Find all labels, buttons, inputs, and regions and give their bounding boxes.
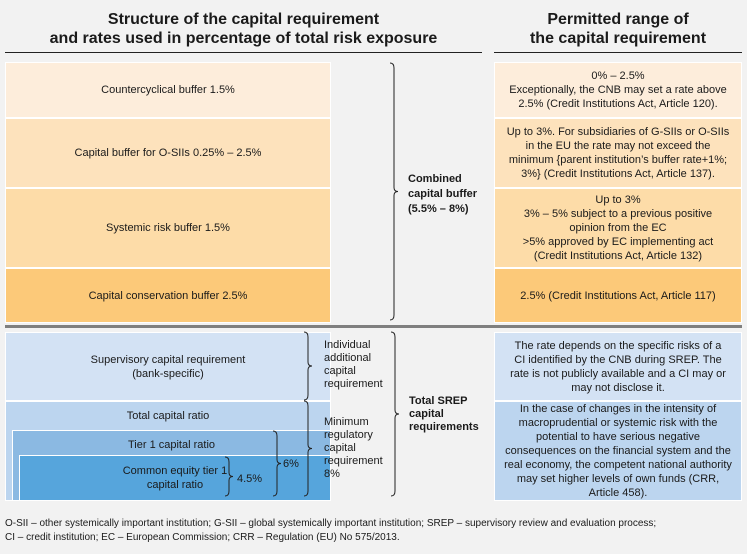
range-line: consequences on the financial system and… bbox=[505, 445, 731, 457]
combined-line: (5.5% – 8%) bbox=[408, 203, 469, 215]
range-line: opinion from the EC bbox=[569, 222, 667, 234]
right-header-line2: the capital requirement bbox=[529, 30, 707, 47]
range-line: 2.5% (Credit Institutions Act, Article 1… bbox=[520, 289, 716, 302]
label-line: Individual bbox=[324, 339, 371, 351]
left-header: Structure of the capital requirement and … bbox=[5, 10, 482, 48]
minimum-brace-icon bbox=[303, 400, 313, 497]
box-line: (bank-specific) bbox=[132, 367, 204, 380]
section-divider bbox=[5, 325, 742, 328]
range-line: In the case of changes in the intensity … bbox=[519, 403, 717, 415]
range-line: minimum {parent institution’s buffer rat… bbox=[508, 154, 728, 166]
combined-buffer-label: Combined capital buffer (5.5% – 8%) bbox=[408, 172, 477, 217]
range-line: in the EU the rate may not exceed the bbox=[525, 140, 711, 152]
tier1-rate-label: 6% bbox=[283, 458, 299, 470]
box-line: capital ratio bbox=[146, 479, 204, 491]
buffer-label: Capital conservation buffer 2.5% bbox=[88, 289, 248, 302]
osii-buffer-box: Capital buffer for O-SIIs 0.25% – 2.5% bbox=[5, 118, 331, 188]
conservation-buffer-box: Capital conservation buffer 2.5% bbox=[5, 268, 331, 323]
systemic-risk-range-box: Up to 3% 3% – 5% subject to a previous po… bbox=[494, 188, 742, 268]
range-line: >5% approved by EC implementing act bbox=[522, 236, 714, 248]
combined-line: Combined bbox=[408, 173, 462, 185]
label-line: capital bbox=[409, 408, 444, 420]
range-line: Up to 3%. For subsidiaries of G-SIIs or … bbox=[506, 126, 730, 138]
label-line: Minimum bbox=[324, 416, 369, 428]
label-line: requirement bbox=[324, 378, 383, 390]
range-line: Exceptionally, the CNB may set a rate ab… bbox=[509, 84, 727, 96]
label-line: 8% bbox=[324, 468, 340, 480]
range-line: 2.5% (Credit Institutions Act, Article 1… bbox=[518, 98, 718, 110]
label-line: requirement bbox=[324, 455, 383, 467]
left-header-line1: Structure of the capital requirement bbox=[107, 11, 380, 28]
total-srep-brace-icon bbox=[390, 331, 400, 497]
range-line: rate is not publicly available and a CI … bbox=[510, 367, 726, 380]
footnote-line: O-SII – other systemically important ins… bbox=[5, 518, 657, 529]
range-line: (Credit Institutions Act, Article 132) bbox=[533, 250, 703, 262]
conservation-range-box: 2.5% (Credit Institutions Act, Article 1… bbox=[494, 268, 742, 323]
range-line: macroprudential or systemic risk with th… bbox=[518, 417, 718, 429]
countercyclical-buffer-box: Countercyclical buffer 1.5% bbox=[5, 62, 331, 118]
box-line: Common equity tier 1 bbox=[122, 465, 228, 477]
label-line: requirements bbox=[409, 421, 479, 433]
label-line: regulatory bbox=[324, 429, 373, 441]
range-line: may set higher levels of own funds (CRR, bbox=[516, 473, 720, 485]
left-header-line2: and rates used in percentage of total ri… bbox=[49, 30, 438, 47]
total-range-box: In the case of changes in the intensity … bbox=[494, 401, 742, 501]
footnote: O-SII – other systemically important ins… bbox=[5, 517, 656, 545]
tier1-brace-icon bbox=[272, 430, 282, 497]
range-line: Up to 3% bbox=[595, 194, 641, 206]
box-line: Total capital ratio bbox=[126, 410, 210, 422]
range-line: real economy, the competent national aut… bbox=[504, 459, 732, 471]
systemic-risk-buffer-box: Systemic risk buffer 1.5% bbox=[5, 188, 331, 268]
buffer-label: Countercyclical buffer 1.5% bbox=[101, 84, 235, 96]
range-line: CI identified by the CNB during SREP. Th… bbox=[514, 353, 722, 366]
right-header-rule bbox=[494, 52, 742, 53]
range-line: The rate depends on the specific risks o… bbox=[514, 339, 722, 352]
range-line: 0% – 2.5% bbox=[591, 70, 645, 82]
supervisory-requirement-box: Supervisory capital requirement(bank-spe… bbox=[5, 332, 331, 401]
right-header: Permitted range of the capital requiremen… bbox=[494, 10, 742, 48]
label-line: capital bbox=[324, 365, 356, 377]
label-line: capital bbox=[324, 442, 356, 454]
range-line: potential to have serious negative bbox=[536, 431, 700, 443]
box-line: Supervisory capital requirement bbox=[90, 353, 246, 366]
left-header-rule bbox=[5, 52, 482, 53]
label-line: Total SREP bbox=[409, 395, 468, 407]
cet1-brace-icon bbox=[224, 456, 234, 497]
cet1-rate-label: 4.5% bbox=[237, 473, 263, 485]
range-line: Article 458). bbox=[588, 487, 648, 499]
range-line: 3% – 5% subject to a previous positive bbox=[523, 208, 713, 220]
range-line: may not disclose it. bbox=[571, 381, 665, 394]
buffer-label: Capital buffer for O-SIIs 0.25% – 2.5% bbox=[74, 147, 262, 159]
box-line: Tier 1 capital ratio bbox=[127, 439, 216, 451]
combined-line: capital buffer bbox=[408, 188, 478, 200]
combined-buffer-brace-icon bbox=[389, 62, 399, 321]
osii-range-box: Up to 3%. For subsidiaries of G-SIIs or … bbox=[494, 118, 742, 188]
supervisory-range-box: The rate depends on the specific risks o… bbox=[494, 332, 742, 401]
buffer-label: Systemic risk buffer 1.5% bbox=[106, 222, 230, 234]
individual-brace-icon bbox=[303, 331, 313, 401]
countercyclical-range-box: 0% – 2.5% Exceptionally, the CNB may set … bbox=[494, 62, 742, 118]
footnote-line: CI – credit institution; EC – European C… bbox=[5, 532, 400, 543]
range-line: 3%} (Credit Institutions Act, Article 13… bbox=[521, 168, 715, 180]
label-line: additional bbox=[324, 352, 372, 364]
right-header-line1: Permitted range of bbox=[547, 11, 689, 28]
